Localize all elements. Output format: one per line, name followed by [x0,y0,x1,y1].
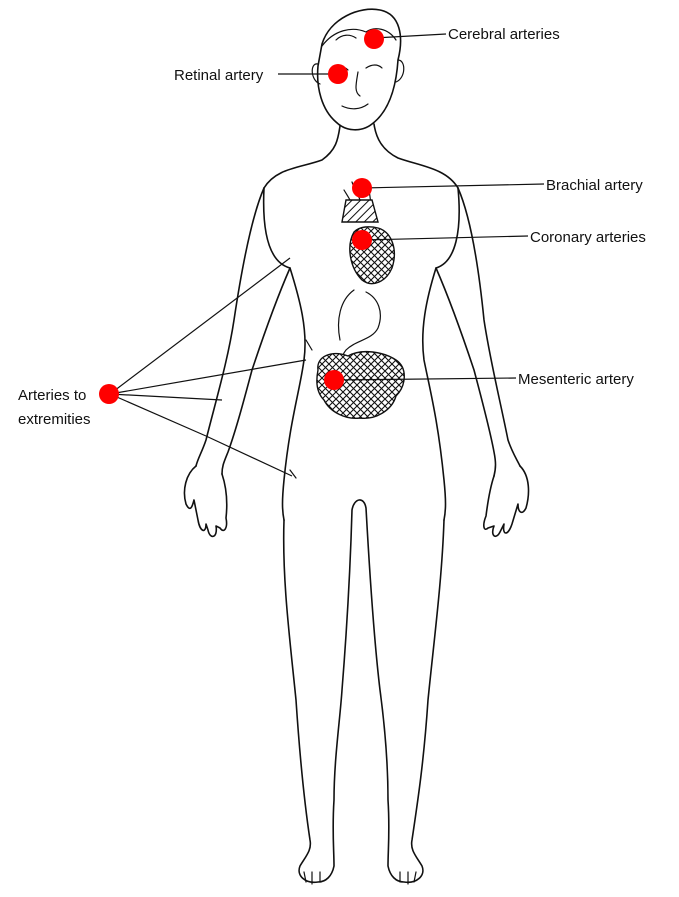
label-mesenteric-artery: Mesenteric artery [518,371,634,388]
leader-cerebral [374,34,446,38]
marker-coronary [352,230,372,250]
label-arteries-to: Arteries to [18,387,86,404]
leader-extremities-2 [110,360,306,394]
label-coronary-arteries: Coronary arteries [530,229,646,246]
artery-markers [99,29,384,404]
leader-brachial [362,184,544,188]
leader-extremities-1 [110,258,290,394]
marker-mesenteric [324,370,344,390]
leader-extremities-3 [110,394,222,400]
left-arm-outline [184,188,290,536]
leader-extremities-4 [110,394,206,436]
right-arm-outline [436,188,528,536]
legs-outline [284,500,444,884]
head-outline [312,9,404,130]
marker-extremities [99,384,119,404]
label-brachial-artery: Brachial artery [546,177,643,194]
label-retinal-artery: Retinal artery [174,67,264,84]
leader-extremities-5 [206,436,292,476]
marker-cerebral [364,29,384,49]
marker-brachial [352,178,372,198]
leader-lines [110,34,544,476]
label-extremities: extremities [18,411,91,428]
marker-retinal [328,64,348,84]
label-cerebral-arteries: Cerebral arteries [448,26,560,43]
